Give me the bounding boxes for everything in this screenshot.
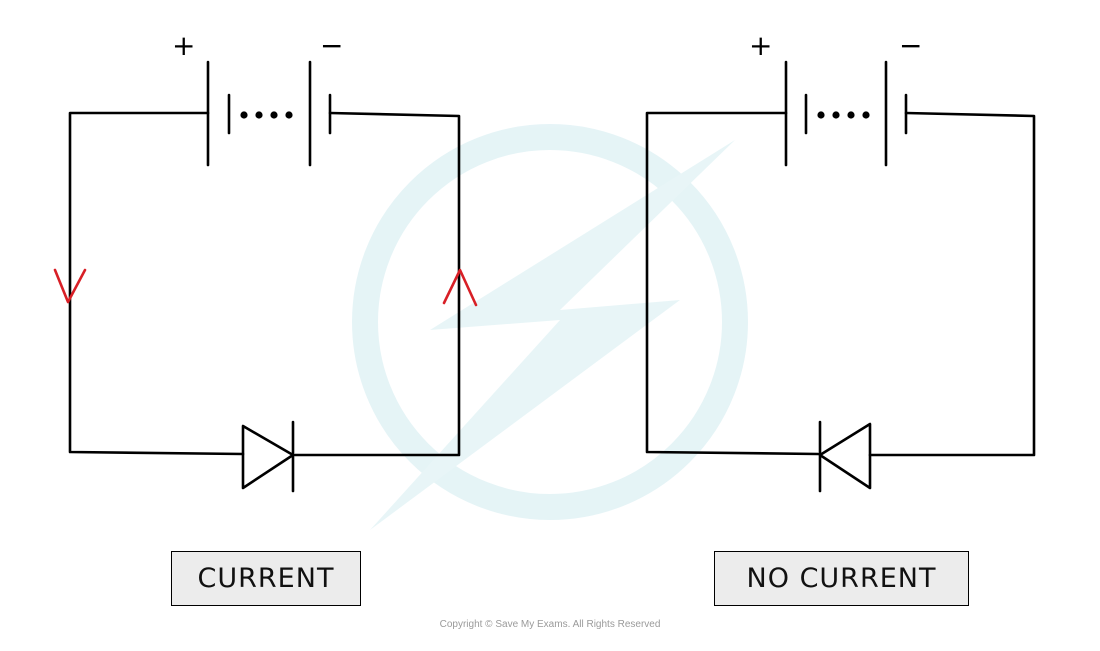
- right-wire-loop: [645, 111, 1036, 457]
- copyright-text: Copyright © Save My Exams. All Rights Re…: [439, 619, 661, 630]
- label-current: CURRENT: [171, 551, 361, 606]
- label-no-current: NO CURRENT: [714, 551, 969, 606]
- right-diode-reverse: [818, 420, 872, 493]
- left-wire-loop: [68, 111, 461, 457]
- left-current-arrow-up: [442, 268, 478, 307]
- right-negative-sign: −: [899, 29, 923, 62]
- circuit-left: [53, 60, 478, 493]
- left-battery: [206, 60, 332, 167]
- left-current-arrow-down: [53, 268, 87, 304]
- watermark-logo: [352, 124, 748, 530]
- left-positive-sign: +: [172, 29, 196, 62]
- left-diode-forward: [241, 420, 295, 493]
- right-battery: [784, 60, 908, 167]
- left-negative-sign: −: [320, 29, 344, 62]
- right-battery-cells-dots: [817, 111, 870, 119]
- circuit-right: [645, 60, 1036, 493]
- right-positive-sign: +: [749, 29, 773, 62]
- left-battery-cells-dots: [240, 111, 293, 119]
